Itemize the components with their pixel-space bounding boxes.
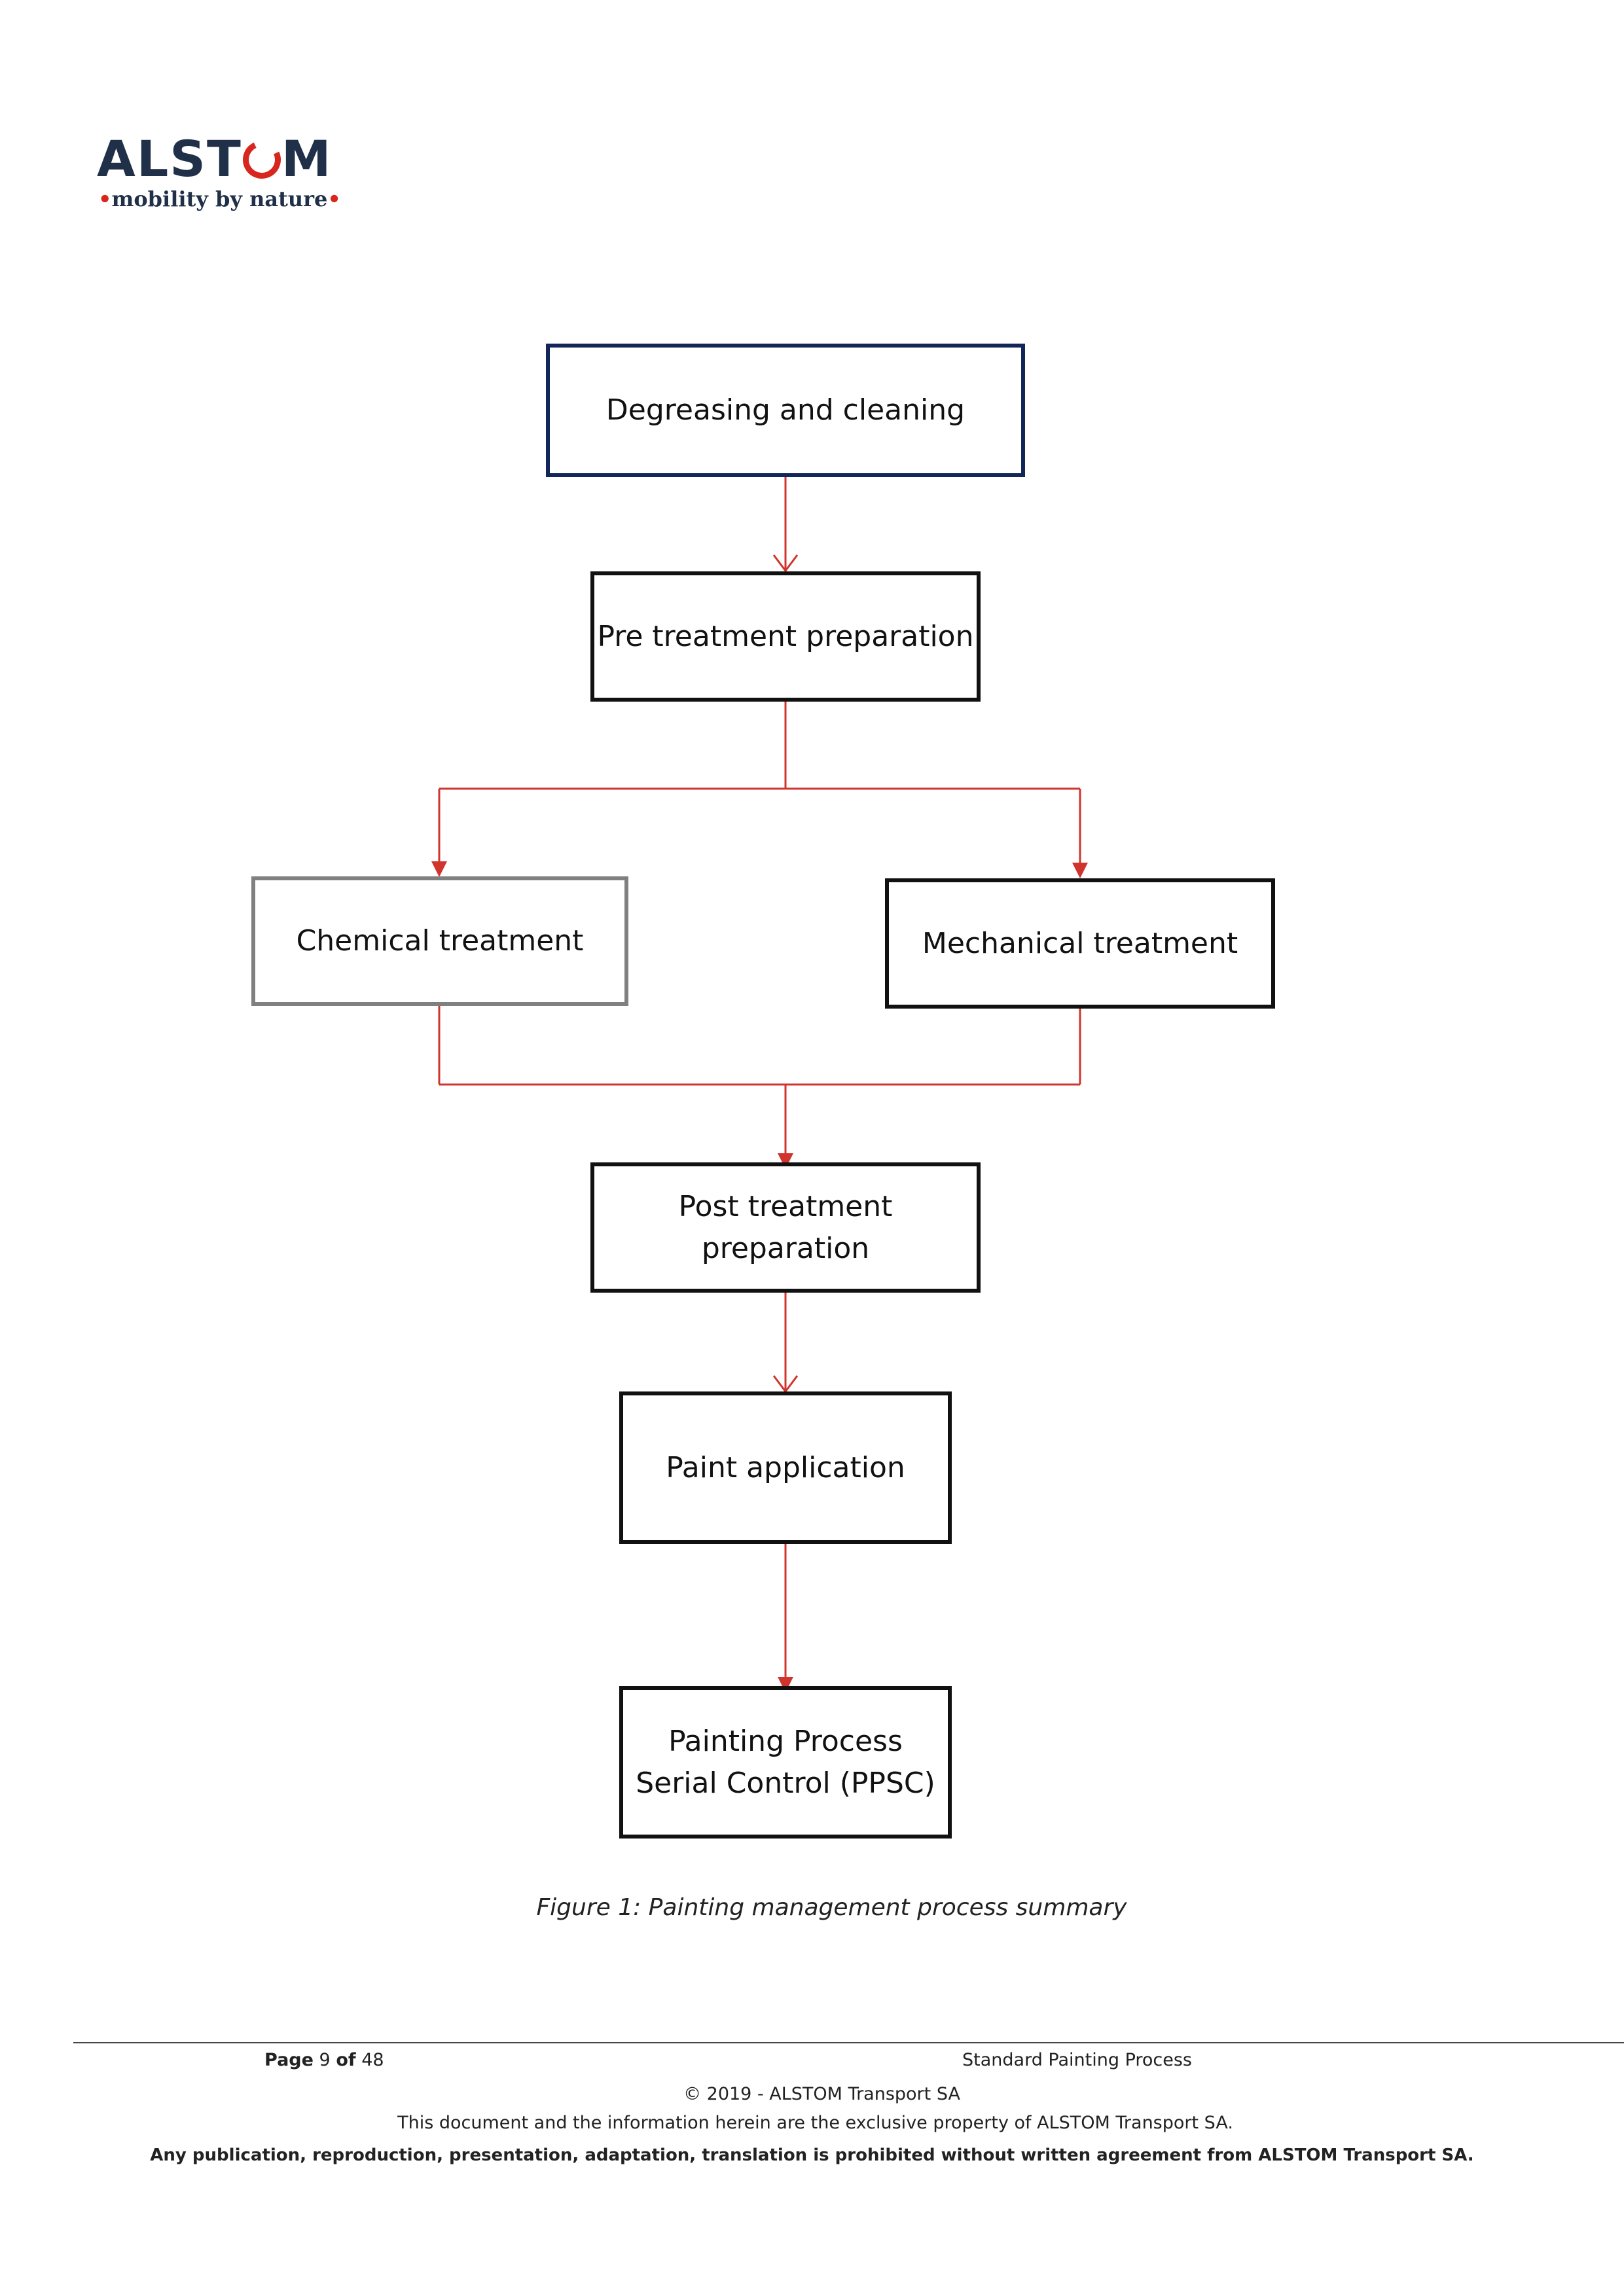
figure-caption: Figure 1: Painting management process su… bbox=[536, 1894, 1127, 1921]
box-mechanical-treatment: Mechanical treatment bbox=[885, 878, 1275, 1009]
arrowhead-mechanical bbox=[1072, 863, 1088, 878]
box-pre-treatment-preparation: Pre treatment preparation bbox=[590, 571, 981, 702]
box-painting-process-serial-control: Painting Process Serial Control (PPSC) bbox=[619, 1686, 952, 1839]
arrowhead-ppsc bbox=[778, 1677, 793, 1693]
footer-divider bbox=[73, 2042, 1624, 2043]
arrowhead-post bbox=[778, 1153, 793, 1169]
box-paint-application: Paint application bbox=[619, 1391, 952, 1544]
footer-copyright: © 2019 - ALSTOM Transport SA bbox=[683, 2084, 960, 2104]
edge-degreasing-to-pre-arrowhead bbox=[772, 554, 799, 573]
box-degreasing-and-cleaning: Degreasing and cleaning bbox=[546, 344, 1025, 477]
footer-property-notice: This document and the information herein… bbox=[397, 2113, 1233, 2133]
logo-tagline: •mobility by nature• bbox=[98, 187, 341, 211]
arrowhead-chemical bbox=[431, 861, 447, 877]
box-chemical-treatment: Chemical treatment bbox=[251, 876, 628, 1006]
footer-page-number: Page 9 of 48 bbox=[264, 2050, 384, 2070]
footer-legal-notice: Any publication, reproduction, presentat… bbox=[150, 2145, 1474, 2165]
box-post-treatment-preparation: Post treatment preparation bbox=[590, 1162, 981, 1293]
footer-doc-title: Standard Painting Process bbox=[962, 2050, 1192, 2070]
